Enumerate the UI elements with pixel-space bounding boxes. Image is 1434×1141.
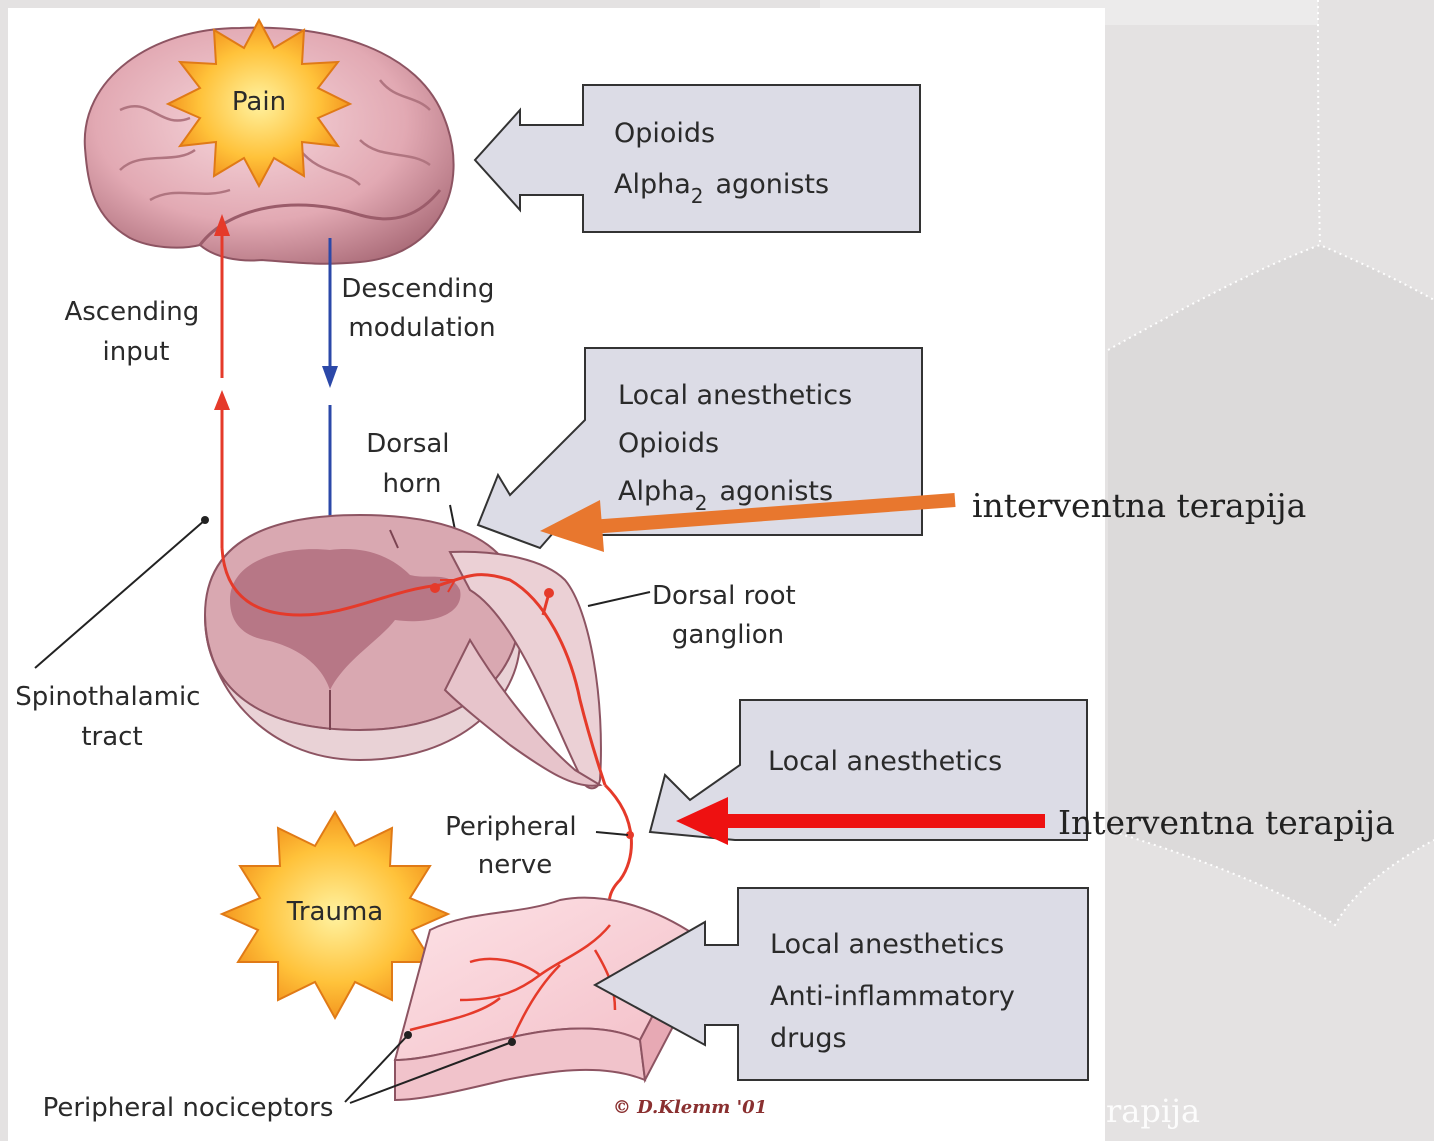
drug-box-3-line-1: Local anesthetics	[768, 746, 1002, 777]
spinothalamic-leader-dot	[201, 516, 209, 524]
drug-box-4-line-3: drugs	[770, 1023, 847, 1054]
trauma-label: Trauma	[286, 897, 383, 927]
drug-box-2-line-2: Opioids	[618, 428, 719, 459]
orange-callout-label: interventna terapija	[972, 486, 1306, 525]
pain-label: Pain	[232, 87, 286, 117]
credit-label: © D.Klemm '01	[613, 1097, 767, 1118]
peripheral-nociceptors-label: Peripheral nociceptors	[43, 1093, 334, 1123]
faded-callout-text: rapija	[1106, 1092, 1200, 1130]
drug-box-4-line-2: Anti-inflammatory	[770, 981, 1015, 1012]
drug-box-4-line-1: Local anesthetics	[770, 929, 1004, 960]
red-callout-label: Interventna terapija	[1058, 803, 1395, 842]
drug-box-2-line-1: Local anesthetics	[618, 380, 852, 411]
drug-box-1-line-1: Opioids	[614, 118, 715, 149]
